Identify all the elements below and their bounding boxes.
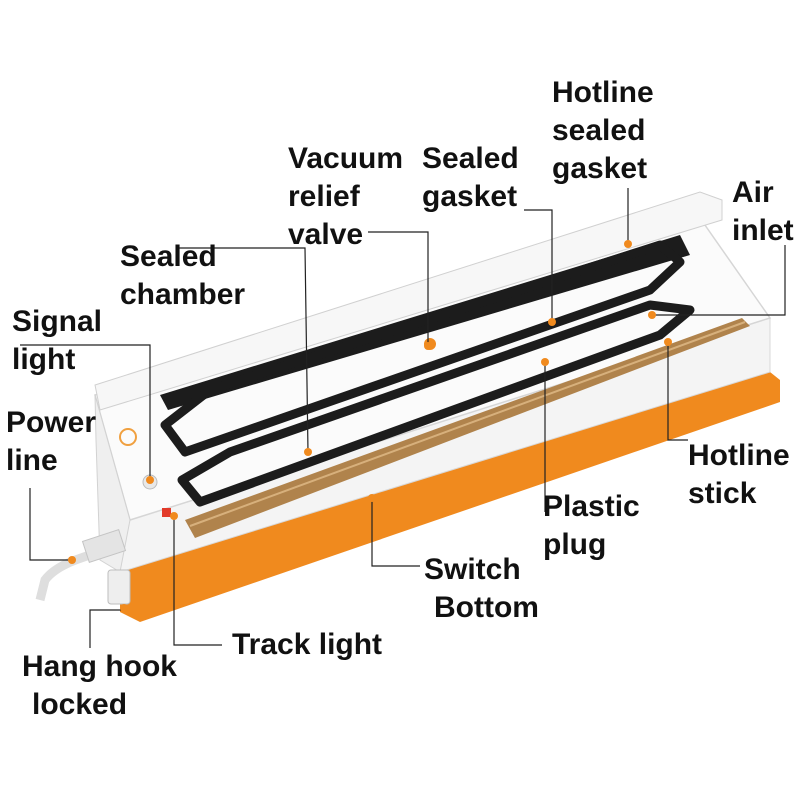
device-lid-edge <box>94 191 723 411</box>
label-hotline-sealed-gasket: Hotline sealed gasket <box>552 76 654 185</box>
leader-sealed-chamber <box>178 247 309 453</box>
marker-dot <box>648 311 656 319</box>
label-vacuum-relief-valve: Vacuum relief valve <box>288 142 404 251</box>
label-hang-hook-locked: Hang hook locked <box>22 650 177 721</box>
marker-dot <box>548 318 556 326</box>
marker-dots <box>68 240 672 612</box>
label-plastic-plug: Plastic plug <box>543 490 640 561</box>
leader-vacuum-relief-valve <box>368 231 429 344</box>
hang-hook-icon <box>107 569 131 605</box>
signal-light-icon <box>119 428 137 446</box>
leader-signal-light <box>20 344 151 480</box>
leader-switch-bottom <box>371 498 420 567</box>
marker-dot <box>368 494 376 502</box>
track-light-icon <box>162 508 171 517</box>
cord-strain-relief <box>81 529 127 563</box>
label-signal-light: Signal light <box>12 305 103 376</box>
marker-dot <box>146 476 154 484</box>
label-power-line: Power line <box>6 406 97 477</box>
marker-dot <box>68 556 76 564</box>
label-hotline-stick: Hotline stick <box>688 439 790 510</box>
device-orange-base <box>120 372 780 622</box>
leader-hotline-stick <box>667 342 688 441</box>
leader-lines <box>20 188 786 648</box>
marker-dot <box>624 240 632 248</box>
lower-gasket <box>177 300 695 507</box>
label-switch-bottom: Switch Bottom <box>424 553 539 624</box>
device-left-endcap <box>94 394 131 573</box>
marker-dot <box>424 342 432 350</box>
marker-dot <box>664 338 672 346</box>
leader-air-inlet <box>652 245 786 316</box>
label-track-light: Track light <box>232 628 383 661</box>
leader-track-light <box>173 516 222 646</box>
sealed-chamber-gasket <box>160 240 685 457</box>
leader-power-line <box>29 488 72 561</box>
label-sealed-chamber: Sealed chamber <box>120 240 246 311</box>
label-air-inlet: Air inlet <box>732 176 794 247</box>
marker-dot <box>170 512 178 520</box>
leader-hang-hook <box>89 609 124 648</box>
marker-dot <box>541 358 549 366</box>
heating-strip-shine <box>189 321 746 527</box>
marker-dot <box>120 604 128 612</box>
leader-sealed-gasket <box>524 209 553 322</box>
label-sealed-gasket: Sealed gasket <box>422 142 519 213</box>
marker-dot <box>304 448 312 456</box>
